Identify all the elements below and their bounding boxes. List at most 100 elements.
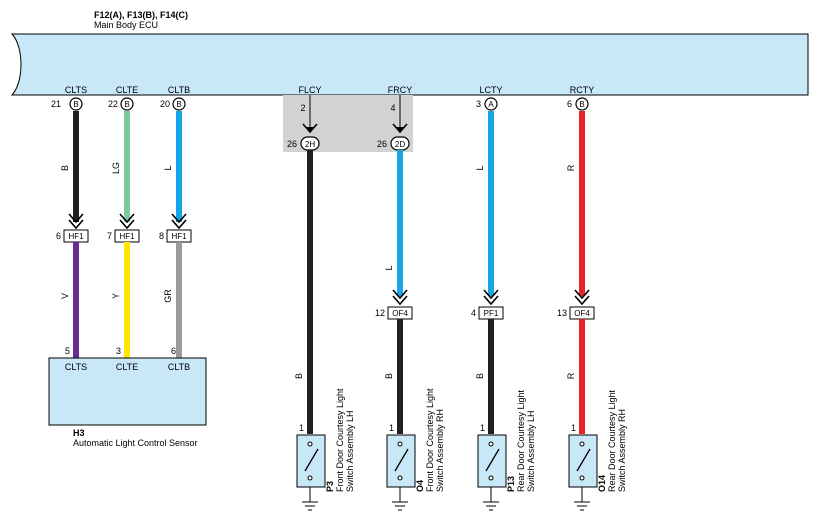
ecu-connectors-label: F12(A), F13(B), F14(C) xyxy=(94,10,188,20)
clte-upper-wire-label: LG xyxy=(111,162,121,174)
clts-ecu-pin: 21 xyxy=(51,99,61,109)
frcy-inline-pin: 26 xyxy=(377,139,387,149)
cltb-signal-label: CLTB xyxy=(168,85,190,95)
clte-junction-name: HF1 xyxy=(119,232,135,241)
flcy-inline-name: 2H xyxy=(305,140,315,149)
frcy-inline-arrowhead xyxy=(395,127,405,132)
lcty-switch-label: P13 Rear Door Courtesy Light Switch Asse… xyxy=(506,389,536,492)
frcy-junction-pin: 12 xyxy=(375,308,385,318)
frcy-upper-wire-label: L xyxy=(384,265,394,270)
frcy-switch-lever xyxy=(394,448,409,472)
cltb-junction-arrow xyxy=(171,213,187,224)
flcy-switch-pin: 1 xyxy=(299,423,304,433)
frcy-ecu-pin: 4 xyxy=(390,103,395,113)
clte-junction-pin: 7 xyxy=(107,231,112,241)
clte-sensor-pin: 3 xyxy=(116,346,121,356)
rcty-ecu-pin: 6 xyxy=(567,99,572,109)
circuit-clts: CLTS 21 B B 6 HF1 V 5 xyxy=(51,85,89,358)
cltb-junction-name: HF1 xyxy=(171,232,187,241)
cltb-ecu-connector-letter: B xyxy=(176,100,181,109)
rcty-ecu-connector-letter: B xyxy=(579,100,584,109)
flcy-switch-contact-bottom xyxy=(307,475,313,481)
frcy-inline-name: 2D xyxy=(395,140,405,149)
rcty-switch-pin: 1 xyxy=(571,423,576,433)
clts-junction-arrow-2 xyxy=(68,219,84,230)
sensor-terminal-cltb: CLTB xyxy=(168,362,190,372)
clte-junction-arrow-2 xyxy=(119,219,135,230)
cltb-ecu-pin: 20 xyxy=(160,99,170,109)
lcty-switch-contact-top xyxy=(488,441,494,447)
rcty-signal-label: RCTY xyxy=(570,85,595,95)
ecu-name-label: Main Body ECU xyxy=(94,20,158,30)
clte-lower-wire-label: Y xyxy=(111,293,121,299)
rcty-switch-lever xyxy=(576,448,591,472)
frcy-lower-wire-label: B xyxy=(384,373,394,379)
frcy-signal-label: FRCY xyxy=(388,85,413,95)
circuit-lcty: LCTY 3 A L 4 PF1 B 1 P13 Rear Door Court… xyxy=(471,85,536,511)
lcty-ecu-pin: 3 xyxy=(476,99,481,109)
clts-junction-arrow xyxy=(68,213,84,224)
flcy-ecu-pin: 2 xyxy=(300,103,305,113)
rcty-switch-label: O14 Rear Door Courtesy Light Switch Asse… xyxy=(597,389,627,492)
frcy-switch-contact-bottom xyxy=(397,475,403,481)
rcty-lower-wire-label: R xyxy=(566,372,576,379)
frcy-switch-pin: 1 xyxy=(389,423,394,433)
clts-ecu-connector-marker xyxy=(69,97,83,111)
rcty-switch-contact-top xyxy=(579,441,585,447)
cltb-lower-wire-label: GR xyxy=(163,289,173,303)
rcty-switch-name-1: Rear Door Courtesy Light xyxy=(607,389,617,492)
flcy-switch-contact-top xyxy=(307,441,313,447)
flcy-signal-label: FLCY xyxy=(298,85,321,95)
cltb-junction-arrow-2 xyxy=(171,219,187,230)
clte-ecu-pin: 22 xyxy=(108,99,118,109)
lcty-junction-arrow-2 xyxy=(483,295,499,306)
rcty-switch-code: O14 xyxy=(597,475,607,492)
sensor-code: H3 xyxy=(73,428,85,438)
clts-upper-wire-label: B xyxy=(60,165,70,171)
lcty-lower-wire-label: B xyxy=(475,373,485,379)
lcty-switch-name-2: Switch Assembly LH xyxy=(526,410,536,492)
rcty-junction-arrow-2 xyxy=(574,295,590,306)
circuit-cltb: CLTB 20 B L 8 HF1 GR 6 xyxy=(159,85,192,358)
cltb-sensor-pin: 6 xyxy=(171,346,176,356)
frcy-switch-label: O4 Front Door Courtesy Light Switch Asse… xyxy=(415,388,445,492)
frcy-junction-arrow xyxy=(392,289,408,300)
rcty-junction-pin: 13 xyxy=(557,308,567,318)
lcty-switch-contact-bottom xyxy=(488,475,494,481)
main-body-ecu: F12(A), F13(B), F14(C) Main Body ECU xyxy=(10,10,809,152)
frcy-switch-code: O4 xyxy=(415,480,425,492)
cltb-junction-pin: 8 xyxy=(159,231,164,241)
sensor-body xyxy=(48,357,207,426)
clts-ecu-connector-letter: B xyxy=(73,100,78,109)
clts-lower-wire-label: V xyxy=(60,293,70,299)
circuit-flcy: FLCY 2 26 2H B 1 P3 Front Door Courtesy … xyxy=(287,85,355,511)
cltb-ecu-connector-marker xyxy=(172,97,186,111)
clte-signal-label: CLTE xyxy=(116,85,138,95)
clts-signal-label: CLTS xyxy=(65,85,87,95)
lcty-ecu-connector-letter: A xyxy=(488,100,494,109)
frcy-switch-name-1: Front Door Courtesy Light xyxy=(425,388,435,492)
lcty-switch-code: P13 xyxy=(506,476,516,492)
flcy-switch-code: P3 xyxy=(325,481,335,492)
flcy-switch-lever xyxy=(304,448,319,472)
lcty-junction-pin: 4 xyxy=(471,308,476,318)
flcy-inline-arrowhead xyxy=(305,127,315,132)
rcty-junction-name: OF4 xyxy=(574,309,590,318)
circuit-frcy: FRCY 4 26 2D L 12 OF4 B 1 O4 Front Door … xyxy=(375,85,445,511)
rcty-upper-wire-label: R xyxy=(566,164,576,171)
rcty-ecu-connector-marker xyxy=(575,97,589,111)
lcty-upper-wire-label: L xyxy=(475,165,485,170)
circuit-clte: CLTE 22 B LG 7 HF1 Y 3 xyxy=(107,85,140,358)
clte-ecu-connector-marker xyxy=(120,97,134,111)
clts-junction-pin: 6 xyxy=(56,231,61,241)
light-control-sensor: CLTS CLTE CLTB H3 Automatic Light Contro… xyxy=(48,357,207,448)
cltb-upper-wire-label: L xyxy=(163,165,173,170)
rcty-switch-name-2: Switch Assembly RH xyxy=(617,409,627,492)
lcty-switch-lever xyxy=(485,448,500,472)
circuit-rcty: RCTY 6 B R 13 OF4 R 1 O14 Rear Door Cour… xyxy=(557,85,627,511)
lcty-signal-label: LCTY xyxy=(479,85,502,95)
clte-ecu-connector-letter: B xyxy=(124,100,129,109)
flcy-switch-label: P3 Front Door Courtesy Light Switch Asse… xyxy=(325,388,355,492)
lcty-switch-name-1: Rear Door Courtesy Light xyxy=(516,389,526,492)
